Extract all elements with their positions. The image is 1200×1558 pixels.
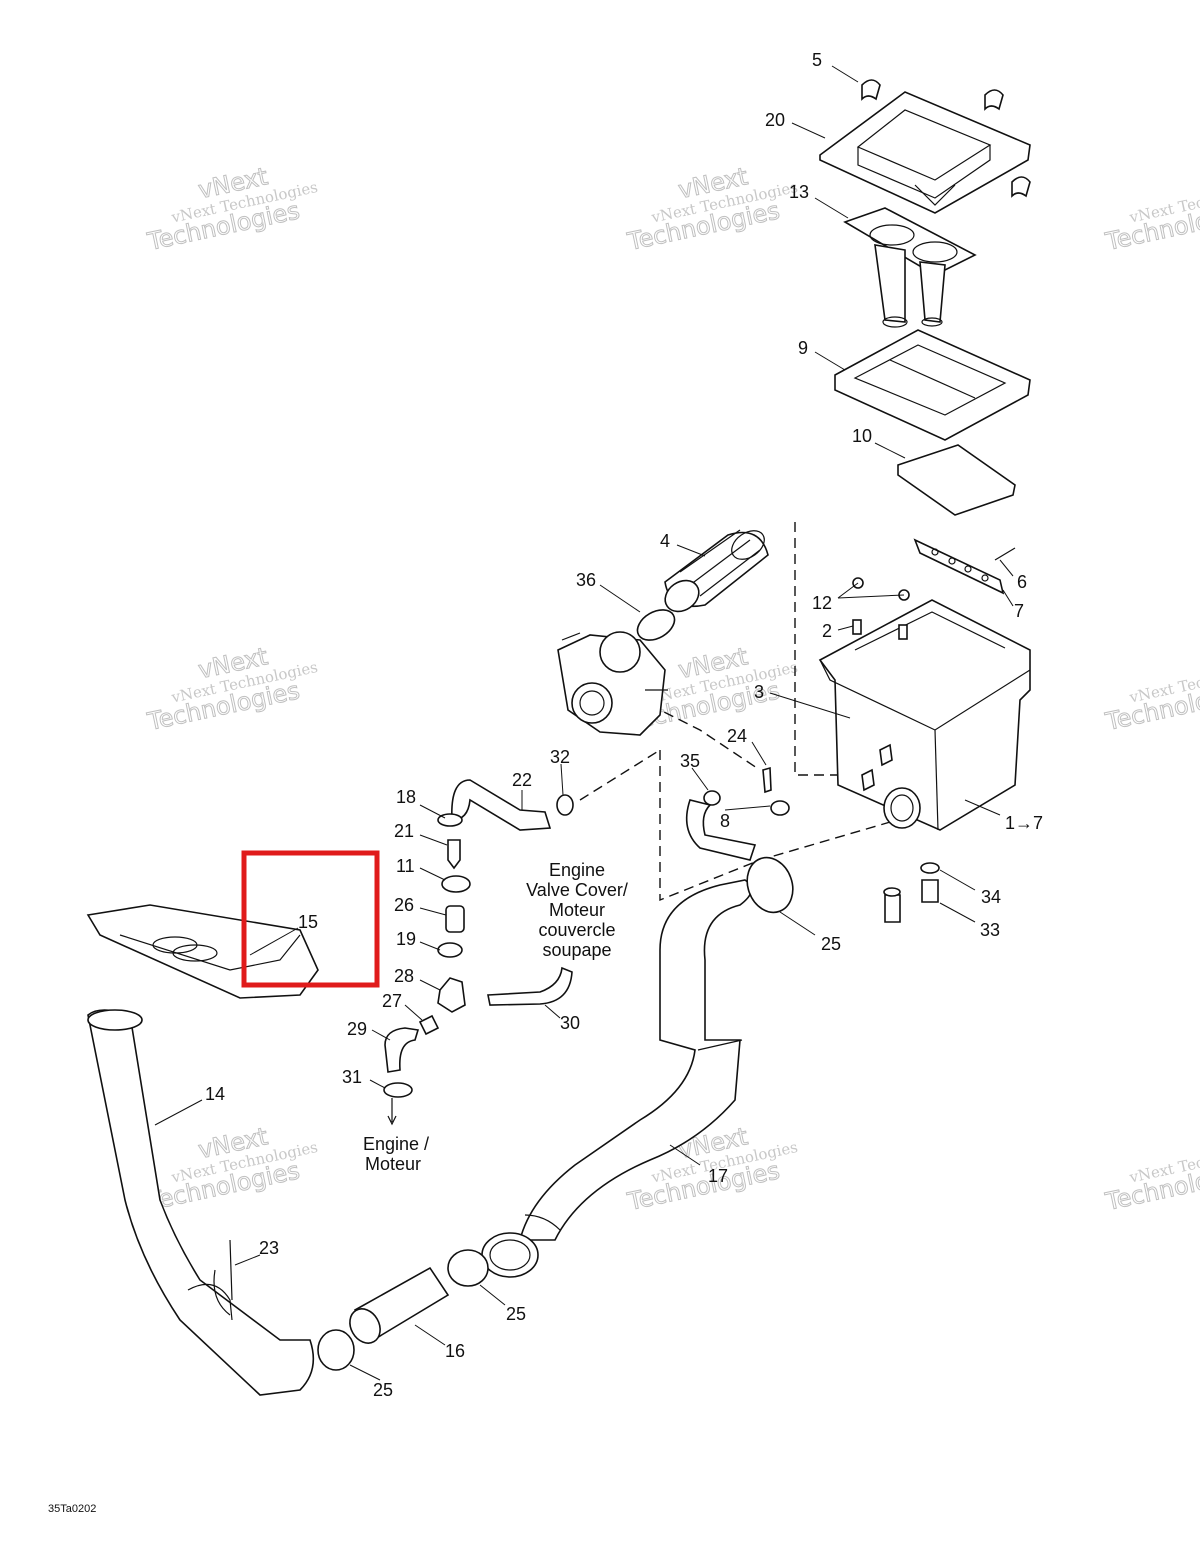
callout-9: 9 [798, 338, 808, 358]
callout-25: 25 [373, 1380, 393, 1400]
screw-24-part [762, 766, 772, 794]
carburetor-part [557, 631, 668, 736]
highlight-box [241, 850, 380, 988]
tube-16-part [349, 1266, 450, 1344]
callout-22: 22 [512, 770, 532, 790]
callout-25: 25 [506, 1304, 526, 1324]
callout-1-7: 1→7 [1005, 813, 1043, 833]
clamp-23-part [213, 1239, 233, 1316]
callout-20: 20 [765, 110, 785, 130]
callout-28: 28 [394, 966, 414, 986]
callout-18: 18 [396, 787, 416, 807]
filter-pad-part [897, 444, 1016, 516]
clamp-35-part [703, 790, 721, 806]
clamp-25-low-part [317, 1329, 355, 1371]
callout-11: 11 [396, 856, 415, 876]
callout-13: 13 [789, 182, 809, 202]
callout-4: 4 [660, 531, 670, 551]
note-line: Valve Cover/ [526, 880, 628, 900]
callout-24: 24 [727, 726, 747, 746]
callout-25: 25 [821, 934, 841, 954]
callout-3: 3 [754, 682, 764, 702]
watermarks: Technologies vNext Technologies vNext Te… [144, 162, 1200, 1217]
valve-cover-note: Engine Valve Cover/ Moteur couvercle sou… [526, 860, 628, 960]
fittings-column [383, 813, 573, 1126]
tray-part [834, 329, 1031, 441]
hose-22-part [451, 779, 552, 831]
intake-boot-part [664, 529, 769, 613]
small-caps-part [883, 862, 940, 923]
silencer-cover-part [819, 79, 1031, 214]
callout-10: 10 [852, 426, 872, 446]
note-line: soupape [542, 940, 611, 960]
callout-labels: 5 20 13 9 10 4 36 6 12 7 2 3 24 32 22 35… [205, 50, 1043, 1400]
callout-23: 23 [259, 1238, 279, 1258]
callout-2: 2 [822, 621, 832, 641]
intake-tubes-part [843, 207, 977, 328]
callout-27: 27 [382, 991, 402, 1011]
callout-33: 33 [980, 920, 1000, 940]
bracket-part [913, 538, 1016, 595]
leader-lines [154, 65, 1014, 1381]
callout-19: 19 [396, 929, 416, 949]
callout-7: 7 [1014, 601, 1024, 621]
clamp-8-part [770, 800, 790, 816]
clamp-36-part [636, 609, 676, 641]
callout-26: 26 [394, 895, 414, 915]
hose-8-part [685, 799, 757, 861]
callout-15: 15 [298, 912, 318, 932]
callout-6: 6 [1017, 572, 1027, 592]
callout-16: 16 [445, 1341, 465, 1361]
clamp-32-part [556, 794, 574, 816]
callout-34: 34 [981, 887, 1001, 907]
callout-17: 17 [708, 1166, 728, 1186]
callout-35: 35 [680, 751, 700, 771]
note-line: Engine [549, 860, 605, 880]
note-line: Engine / [363, 1134, 429, 1154]
callout-30: 30 [560, 1013, 580, 1033]
callout-36: 36 [576, 570, 596, 590]
clamp-25-top-part [746, 856, 794, 914]
callout-12: 12 [812, 593, 832, 613]
engine-note: Engine / Moteur [363, 1134, 429, 1174]
air-box-part [818, 577, 1031, 831]
note-line: couvercle [538, 920, 615, 940]
note-line: Moteur [549, 900, 605, 920]
clamp-25-mid-part [447, 1249, 489, 1287]
note-line: Moteur [365, 1154, 421, 1174]
drawing-reference: 35Ta0202 [48, 1503, 96, 1515]
callout-8: 8 [720, 811, 730, 831]
hose-17-part [481, 879, 753, 1278]
callout-14: 14 [205, 1084, 225, 1104]
callout-5: 5 [812, 50, 822, 70]
callout-21: 21 [394, 821, 414, 841]
callout-32: 32 [550, 747, 570, 767]
callout-29: 29 [347, 1019, 367, 1039]
callout-31: 31 [342, 1067, 362, 1087]
